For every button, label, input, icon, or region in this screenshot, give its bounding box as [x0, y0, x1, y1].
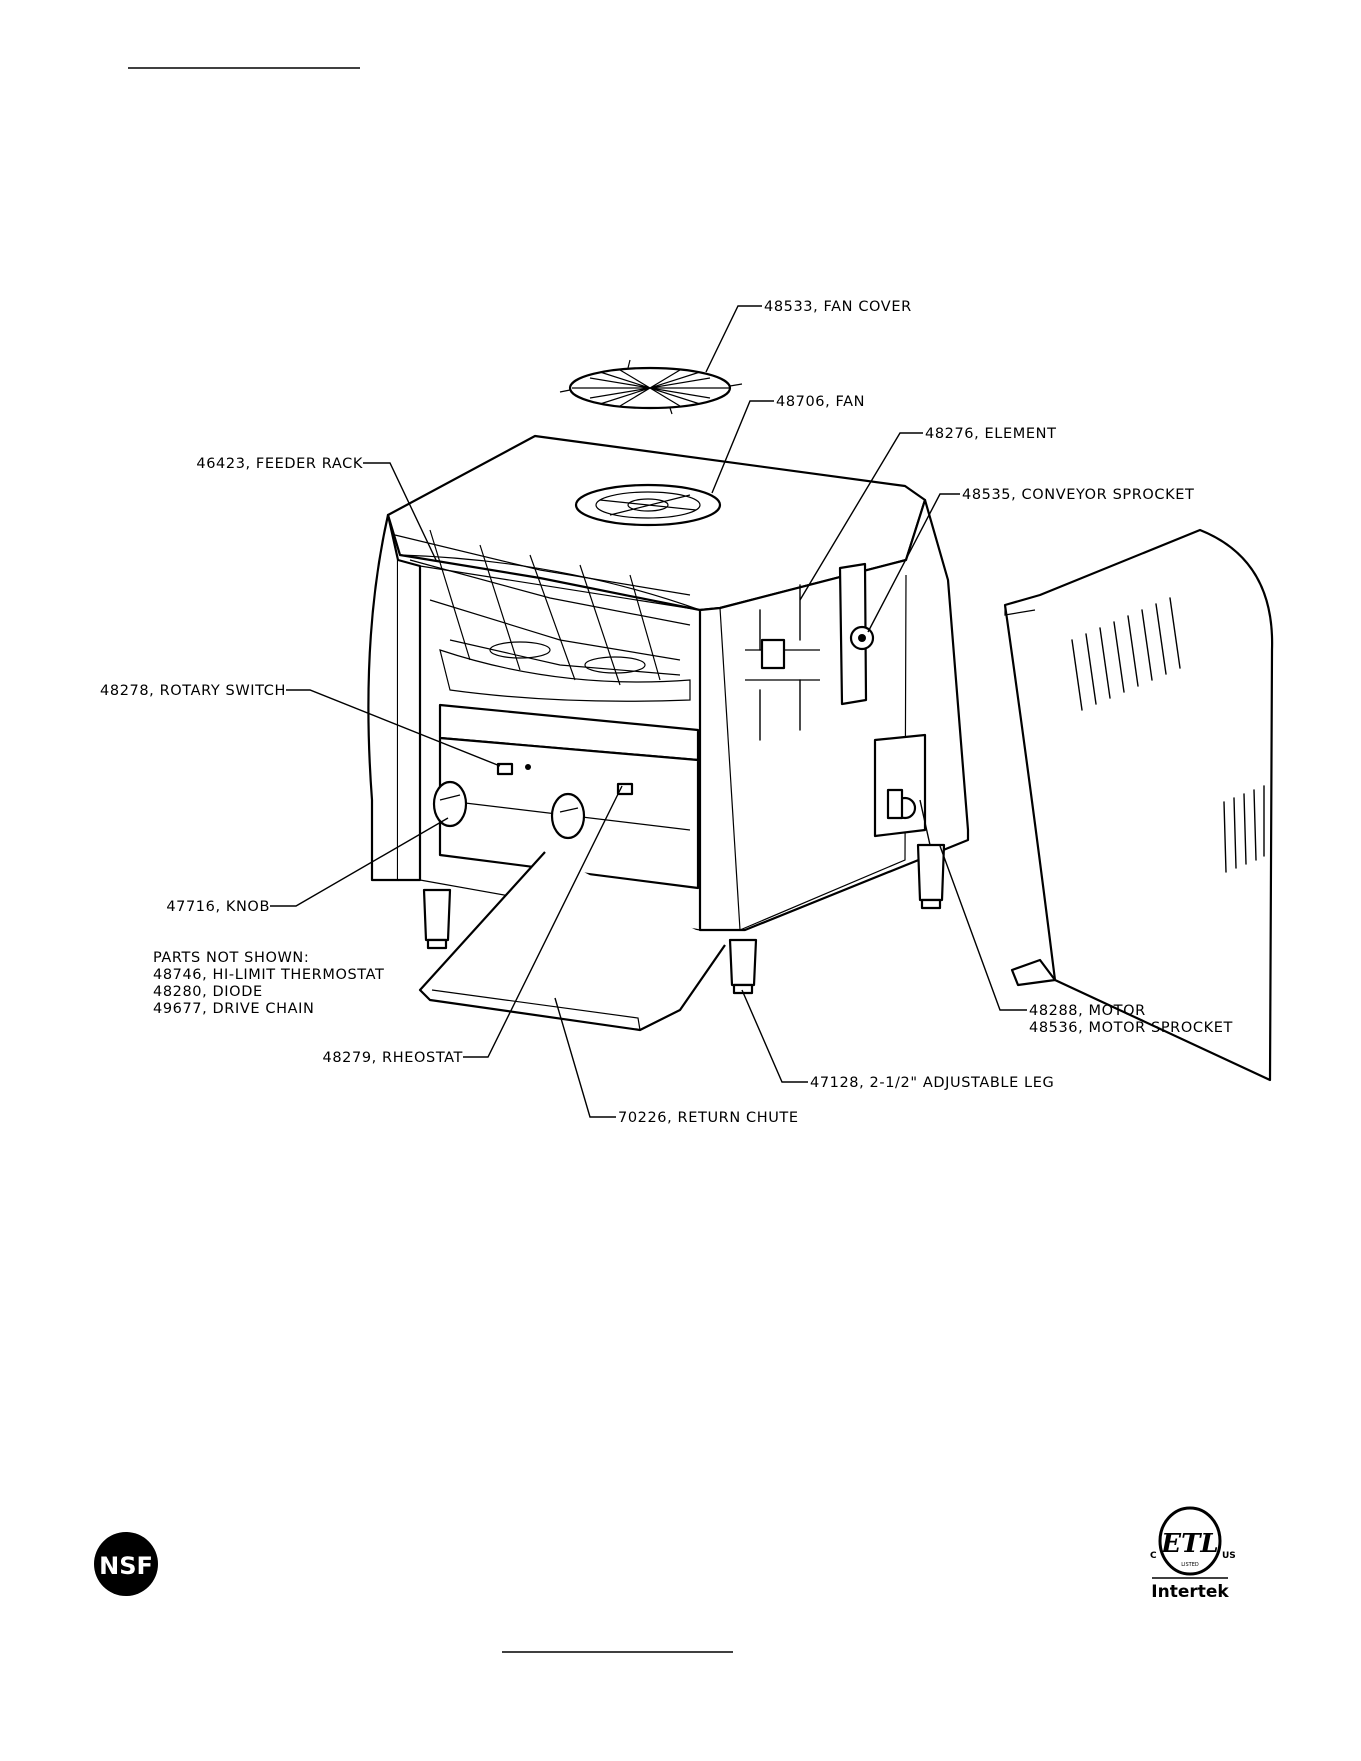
etl-intertek-logo: ETL C US LISTED Intertek	[1150, 1506, 1236, 1602]
callout-motor-sprocket: 48536, MOTOR SPROCKET	[1029, 1020, 1233, 1036]
parts-not-shown-item: 49677, DRIVE CHAIN	[153, 1001, 314, 1017]
callout-rheostat: 48279, RHEOSTAT	[323, 1050, 463, 1066]
intertek-wordmark: Intertek	[1151, 1582, 1229, 1602]
parts-not-shown-heading: PARTS NOT SHOWN:	[153, 950, 309, 966]
callout-element: 48276, ELEMENT	[925, 426, 1057, 442]
callout-rotary-switch: 48278, ROTARY SWITCH	[100, 683, 286, 699]
side-cover-vents	[1071, 597, 1265, 873]
callout-knob: 47716, KNOB	[166, 899, 270, 915]
parts-not-shown: PARTS NOT SHOWN: 48746, HI-LIMIT THERMOS…	[153, 950, 384, 1017]
callout-motor: 48288, MOTOR	[1029, 1003, 1146, 1019]
feeder-rack-grid	[394, 529, 691, 686]
parts-not-shown-item: 48280, DIODE	[153, 984, 263, 1000]
callout-fan-cover: 48533, FAN COVER	[764, 299, 912, 315]
callout-feeder-rack: 46423, FEEDER RACK	[196, 456, 363, 472]
etl-c: C	[1150, 1551, 1157, 1561]
callout-labels: 48533, FAN COVER 48706, FAN 48276, ELEME…	[100, 299, 1233, 1126]
parts-not-shown-item: 48746, HI-LIMIT THERMOSTAT	[153, 967, 384, 983]
housing-part	[367, 434, 970, 1032]
nsf-logo: NSF	[94, 1532, 158, 1596]
nsf-logo-text: NSF	[99, 1552, 153, 1580]
callout-adjustable-leg: 47128, 2-1/2" ADJUSTABLE LEG	[810, 1075, 1054, 1091]
callout-fan: 48706, FAN	[776, 394, 865, 410]
etl-us: US	[1222, 1551, 1236, 1561]
leader-lines	[270, 305, 1027, 1118]
callout-return-chute: 70226, RETURN CHUTE	[618, 1110, 799, 1126]
etl-listed: LISTED	[1181, 1562, 1199, 1568]
callout-conveyor-sprocket: 48535, CONVEYOR SPROCKET	[962, 487, 1194, 503]
etl-mark: ETL	[1160, 1529, 1218, 1559]
side-cover-part	[1003, 528, 1274, 1082]
toaster-drawing	[367, 359, 1274, 1082]
fan-cover-part	[559, 359, 743, 415]
